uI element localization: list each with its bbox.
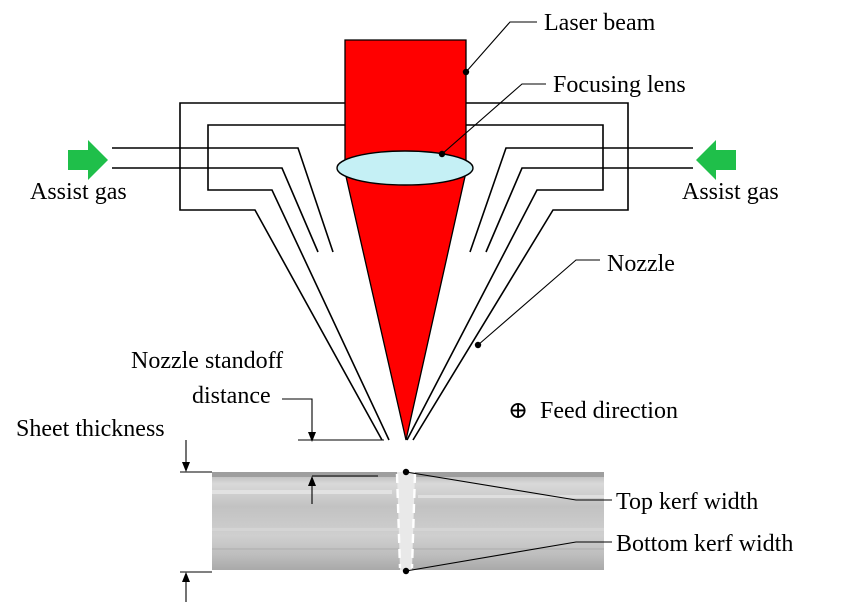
nozzle-leader bbox=[474, 259, 600, 349]
feed-direction-icon: ⊕ bbox=[508, 398, 528, 424]
assist-gas-left-arrow-icon bbox=[68, 140, 108, 180]
focusing-lens-leader bbox=[438, 83, 546, 158]
nozzle-standoff-label-line1: Nozzle standoff bbox=[131, 348, 283, 374]
focusing-lens-label: Focusing lens bbox=[553, 72, 686, 98]
inner-thickness-marker bbox=[308, 475, 378, 504]
assist-gas-right-label: Assist gas bbox=[682, 179, 779, 205]
top-kerf-leader bbox=[402, 468, 612, 501]
feed-direction-label: Feed direction bbox=[540, 398, 678, 424]
laser-beam bbox=[344, 39, 467, 441]
focusing-lens bbox=[336, 150, 474, 186]
nozzle-label: Nozzle bbox=[607, 251, 675, 277]
kerf bbox=[395, 472, 417, 570]
nozzle-body bbox=[112, 102, 693, 441]
sheet-thickness-dimension bbox=[180, 440, 212, 602]
bottom-kerf-leader bbox=[402, 541, 612, 575]
laser-beam-label: Laser beam bbox=[544, 10, 656, 36]
assist-gas-left-label: Assist gas bbox=[30, 179, 127, 205]
bottom-kerf-width-label: Bottom kerf width bbox=[616, 531, 793, 557]
laser-beam-leader bbox=[462, 21, 537, 76]
assist-gas-right-arrow-icon bbox=[696, 140, 736, 180]
nozzle-standoff-label-line2: distance bbox=[192, 383, 271, 409]
top-kerf-width-label: Top kerf width bbox=[616, 489, 758, 515]
standoff-dimension bbox=[282, 398, 384, 442]
sheet-thickness-label: Sheet thickness bbox=[16, 416, 165, 442]
